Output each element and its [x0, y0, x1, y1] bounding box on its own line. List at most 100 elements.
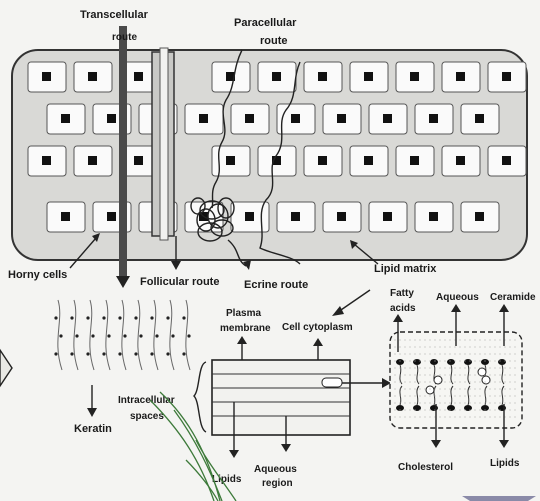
fatty-acids-label: Fatty — [390, 288, 414, 299]
keratin-dot — [75, 334, 78, 337]
cholesterol-label: Cholesterol — [398, 462, 453, 473]
transcellular-arrowhead — [116, 276, 130, 288]
keratin-dot — [182, 316, 185, 319]
ecrine-route-label: Ecrine route — [244, 279, 308, 291]
keratin-dot — [155, 334, 158, 337]
cell-nucleus — [337, 212, 346, 221]
keratin-label: Keratin — [74, 423, 112, 435]
lipid-head — [413, 359, 421, 365]
keratin-dot — [91, 334, 94, 337]
keratin-fibres — [54, 300, 190, 370]
cell-nucleus — [291, 212, 300, 221]
cell-nucleus — [502, 72, 511, 81]
lipid-head — [430, 359, 438, 365]
cell-membrane-box — [212, 360, 350, 435]
fatty-acids-label-2: acids — [390, 303, 416, 314]
cell-nucleus — [88, 72, 97, 81]
cell-nucleus — [456, 72, 465, 81]
lipids-right-label: Lipids — [490, 458, 520, 469]
aqueous-top-label: Aqueous — [436, 292, 479, 303]
cell-nucleus — [410, 72, 419, 81]
keratin-dot — [171, 334, 174, 337]
cell-nucleus — [475, 114, 484, 123]
cell-cytoplasm-pointer-head — [313, 338, 323, 346]
intracellular-spaces-label-2: spaces — [130, 411, 164, 422]
keratin-dot — [86, 352, 89, 355]
corneocyte-cells — [28, 62, 526, 232]
plasma-membrane-pointer-head — [237, 336, 247, 344]
cell-nucleus — [134, 156, 143, 165]
lipid-head — [498, 359, 506, 365]
intracellular-spaces-label: Intracellular — [118, 395, 175, 406]
cell-nucleus — [245, 212, 254, 221]
cell-cytoplasm-label: Cell cytoplasm — [282, 322, 353, 333]
keratin-dot — [118, 316, 121, 319]
cell-nucleus — [410, 156, 419, 165]
cell-nucleus — [107, 114, 116, 123]
plasma-membrane-label: Plasma — [226, 308, 261, 319]
left-edge-arrow — [0, 350, 12, 386]
cell-nucleus — [337, 114, 346, 123]
paracellular-label: Paracellular — [234, 17, 297, 29]
membrane-zoom-marker — [322, 378, 342, 387]
cholesterol-ring — [426, 386, 434, 394]
cell-nucleus — [245, 114, 254, 123]
transcellular-label-2: route — [112, 32, 137, 43]
keratin-dot — [150, 352, 153, 355]
cell-nucleus — [318, 156, 327, 165]
intracellular-brace — [194, 362, 206, 432]
cell-nucleus — [199, 114, 208, 123]
ceramide-label: Ceramide — [490, 292, 536, 303]
keratin-dot — [70, 316, 73, 319]
keratin-dot — [107, 334, 110, 337]
cell-nucleus — [61, 114, 70, 123]
cell-nucleus — [429, 212, 438, 221]
keratin-dot — [166, 316, 169, 319]
follicular-arrowhead — [171, 261, 181, 270]
lipid-matrix-label: Lipid matrix — [374, 263, 437, 275]
aqueous-bottom-label: Aqueous — [254, 464, 297, 475]
plasma-membrane-label-2: membrane — [220, 323, 271, 334]
cell-nucleus — [429, 114, 438, 123]
keratin-dot — [134, 316, 137, 319]
cell-nucleus — [134, 72, 143, 81]
keratin-arrowhead — [87, 408, 97, 417]
cell-nucleus — [475, 212, 484, 221]
keratin-dot — [54, 352, 57, 355]
follicular-route-label: Follicular route — [140, 276, 219, 288]
keratin-dot — [118, 352, 121, 355]
keratin-dot — [102, 316, 105, 319]
cell-nucleus — [42, 72, 51, 81]
corner-mark — [462, 496, 536, 501]
cell-nucleus — [502, 156, 511, 165]
lipid-head — [396, 359, 404, 365]
aqueous-bottom-label-2: region — [262, 478, 293, 489]
cell-nucleus — [456, 156, 465, 165]
cell-nucleus — [291, 114, 300, 123]
cell-nucleus — [318, 72, 327, 81]
cell-nucleus — [364, 156, 373, 165]
keratin-dot — [134, 352, 137, 355]
cell-nucleus — [226, 156, 235, 165]
cell-nucleus — [272, 72, 281, 81]
cell-nucleus — [61, 212, 70, 221]
keratin-dot — [166, 352, 169, 355]
paracellular-label-2: route — [260, 35, 288, 47]
keratin-dot — [182, 352, 185, 355]
keratin-dot — [59, 334, 62, 337]
keratin-dot — [150, 316, 153, 319]
keratin-dot — [54, 316, 57, 319]
cell-nucleus — [42, 156, 51, 165]
transcellular-label: Transcellular — [80, 9, 149, 21]
cell-nucleus — [88, 156, 97, 165]
horny-cells-label: Horny cells — [8, 269, 67, 281]
transcellular-bar — [119, 26, 127, 280]
keratin-dot — [187, 334, 190, 337]
keratin-dot — [102, 352, 105, 355]
keratin-dot — [123, 334, 126, 337]
lipid-head — [481, 359, 489, 365]
hair-shaft — [160, 48, 168, 240]
cell-nucleus — [383, 114, 392, 123]
